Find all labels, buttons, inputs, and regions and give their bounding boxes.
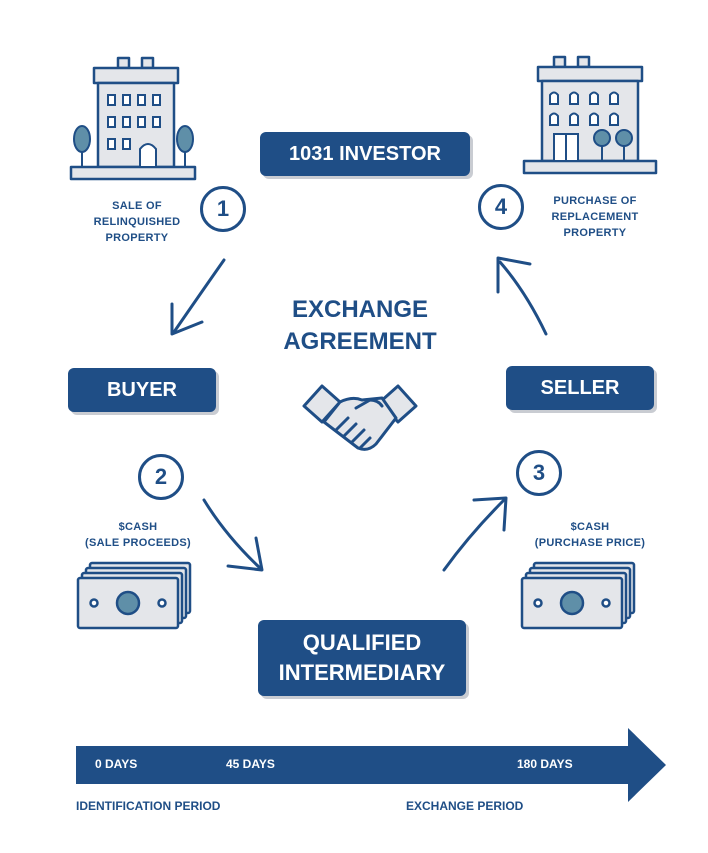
step-3-line2: (PURCHASE PRICE) [534, 537, 646, 549]
step-3-badge: 3 [516, 450, 562, 496]
step-1-line2: RELINQUISHED [93, 216, 181, 228]
replacement-building-icon [522, 55, 658, 175]
step-4-line2: REPLACEMENT [551, 211, 639, 223]
seller-label: SELLER [506, 366, 654, 410]
center-line2: AGREEMENT [283, 328, 437, 355]
step-1-line3: PROPERTY [105, 232, 169, 244]
marker-45-days: 45 DAYS [226, 757, 275, 771]
money-stack-right-icon [520, 561, 636, 630]
step-1-badge: 1 [200, 186, 246, 232]
step-4-line3: PROPERTY [563, 227, 627, 239]
money-stack-left-icon [76, 561, 192, 630]
timeline-arrow-icon [76, 728, 666, 802]
step-2-line2: (SALE PROCEEDS) [85, 537, 191, 549]
center-line1: EXCHANGE [291, 296, 429, 323]
step-3-label: $CASH (PURCHASE PRICE) [520, 519, 660, 551]
intermediary-label: QUALIFIED INTERMEDIARY [258, 620, 466, 696]
step-2-badge: 2 [138, 454, 184, 500]
step-1-line1: SALE OF [112, 200, 162, 212]
marker-180-days: 180 DAYS [517, 757, 573, 771]
step-4-badge: 4 [478, 184, 524, 230]
relinquished-building-icon [69, 56, 197, 181]
arrow-4-icon [498, 260, 548, 336]
intermediary-line1: QUALIFIED [302, 630, 422, 655]
buyer-text: BUYER [106, 378, 177, 401]
arrow-2-icon [202, 498, 262, 570]
exchange-agreement-title: EXCHANGE AGREEMENT [240, 294, 480, 358]
step-2-label: $CASH (SALE PROCEEDS) [68, 519, 208, 551]
marker-0-days: 0 DAYS [95, 757, 138, 771]
investor-label: 1031 INVESTOR [260, 132, 470, 176]
buyer-label: BUYER [68, 368, 216, 412]
step-1-label: SALE OF RELINQUISHED PROPERTY [72, 198, 202, 246]
step-4-line1: PURCHASE OF [553, 195, 637, 207]
seller-text: SELLER [540, 376, 620, 399]
arrow-3-icon [442, 498, 506, 572]
handshake-icon [302, 384, 418, 451]
arrow-1-icon [172, 258, 226, 334]
exchange-period-label: EXCHANGE PERIOD [406, 799, 524, 813]
identification-period-label: IDENTIFICATION PERIOD [76, 799, 221, 813]
step-3-line1: $CASH [570, 521, 610, 533]
intermediary-line2: INTERMEDIARY [278, 660, 446, 685]
investor-text: 1031 INVESTOR [289, 142, 441, 165]
step-4-label: PURCHASE OF REPLACEMENT PROPERTY [530, 193, 660, 241]
step-2-line1: $CASH [118, 521, 158, 533]
